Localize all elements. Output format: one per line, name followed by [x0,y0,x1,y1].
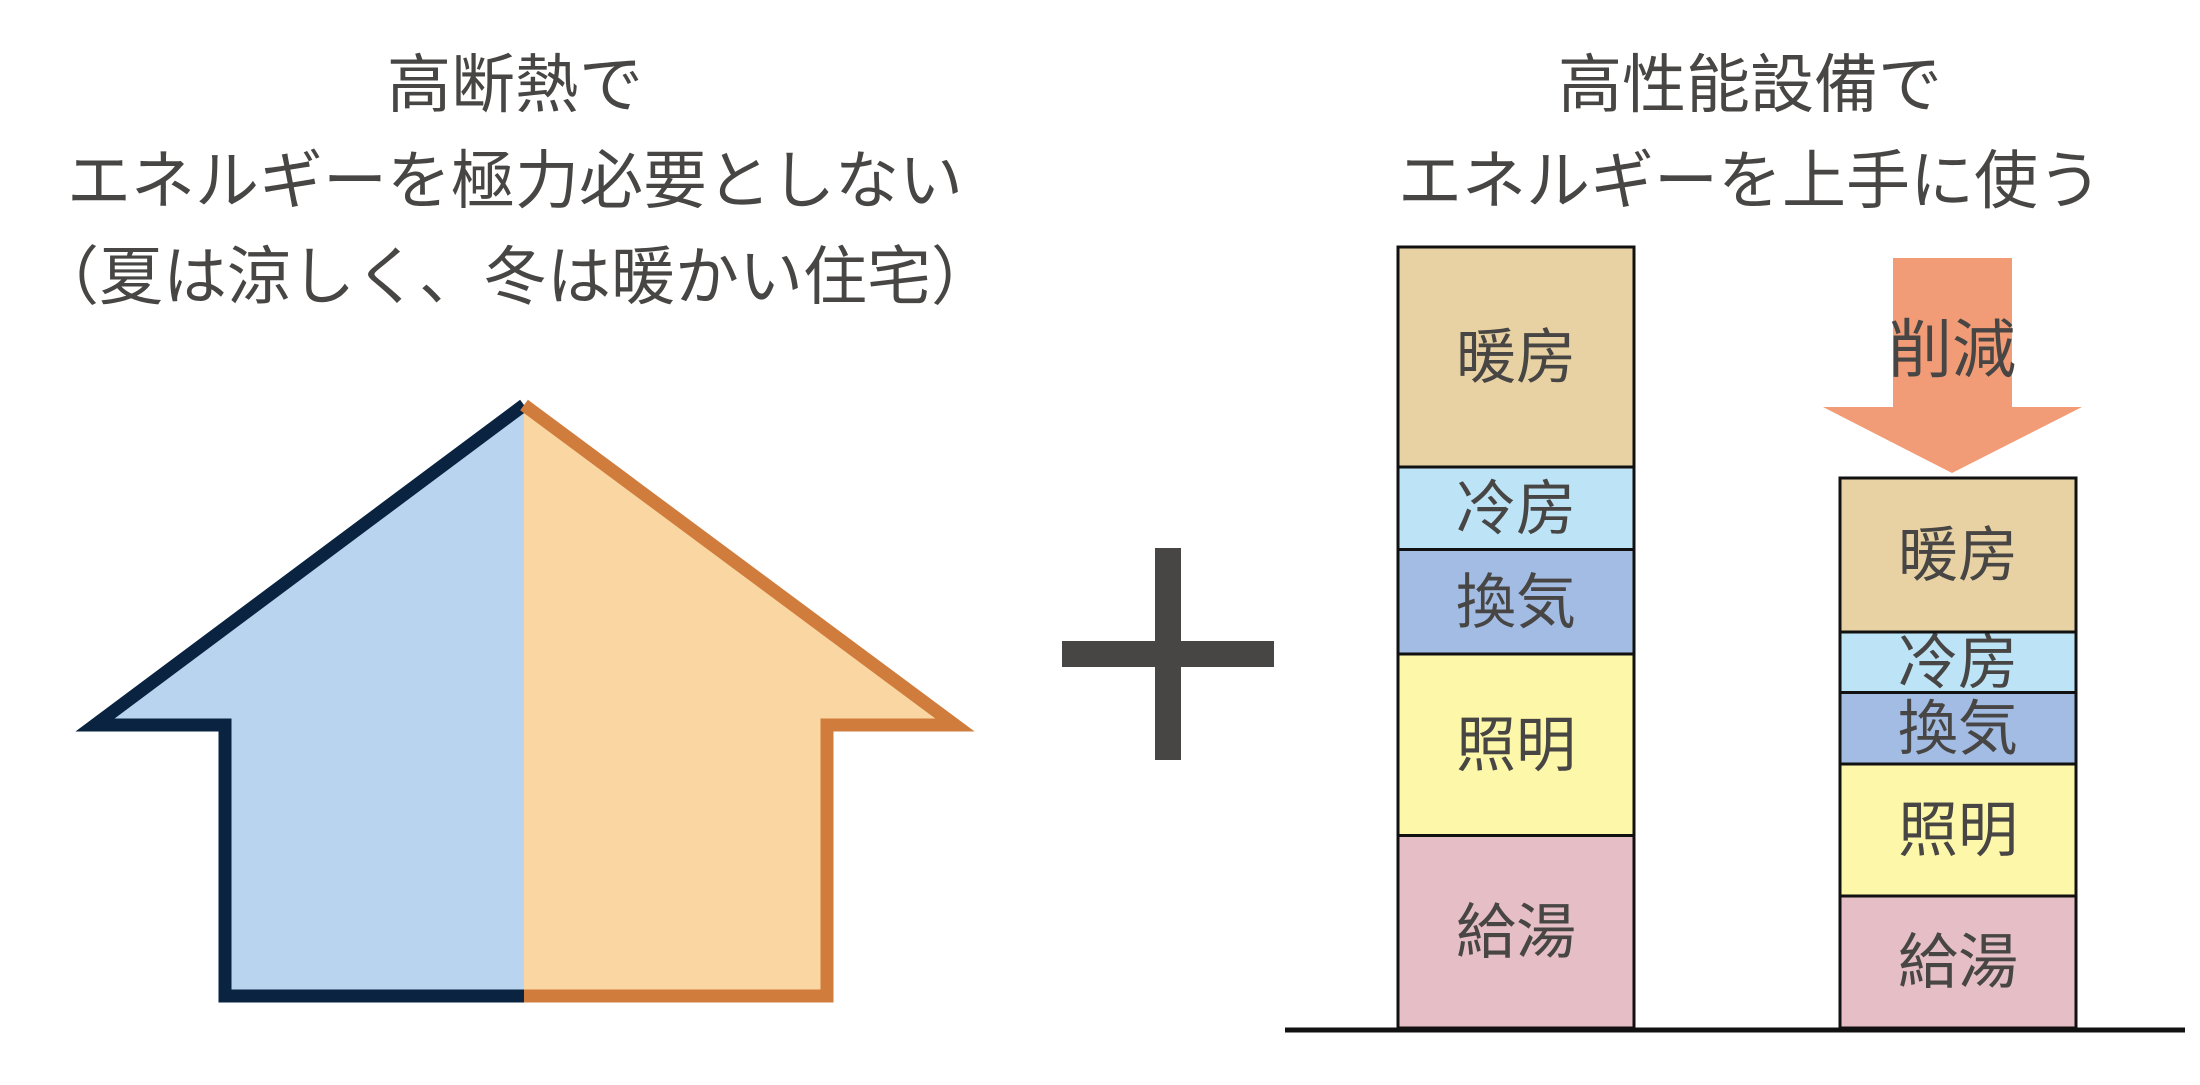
stack-before-segment [1396,652,1636,837]
right-heading-line2: エネルギーを上手に使う [1398,145,2102,219]
house-icon [75,399,975,1003]
stack-after-segment [1838,762,2078,898]
stack-before-label: 給湯 [1456,898,1576,968]
stack-before-label: 換気 [1456,568,1576,638]
left-heading: 高断熱で エネルギーを極力必要としない （夏は涼しく、冬は暖かい住宅） [0,38,1030,326]
house-cool-outline [75,399,528,1003]
right-heading-line1: 高性能設備で [1558,49,1942,123]
reduction-arrow-icon: 削減 [1823,258,2082,473]
stack-after-segment [1838,476,2078,634]
right-heading: 高性能設備で エネルギーを上手に使う [1300,38,2200,230]
stack-after-label: 照明 [1898,796,2018,866]
left-heading-line3: （夏は涼しく、冬は暖かい住宅） [35,241,995,315]
left-heading-line1: 高断熱で [387,49,643,123]
left-heading-line2: エネルギーを極力必要としない [67,145,963,219]
stack-before: 給湯 照明 換気 冷房 暖房 [1396,245,1636,1030]
house-warm-outline [520,399,975,1003]
stack-after-label: 換気 [1898,694,2018,764]
stack-before-label: 暖房 [1456,323,1576,393]
stack-after-label: 給湯 [1898,928,2018,998]
stack-after-segment [1838,630,2078,694]
reduction-arrow [1823,258,2082,473]
plus-vertical-bar [1155,548,1181,760]
stack-before-label: 冷房 [1456,474,1576,544]
stack-after-label: 暖房 [1898,521,2018,591]
house-warm-half [524,405,955,996]
stack-before-label: 照明 [1456,711,1576,781]
stack-after-segment [1838,691,2078,766]
stack-after-label: 冷房 [1898,628,2018,698]
stack-before-segment [1396,834,1636,1030]
house-cool-half [95,405,524,996]
stack-before-segment [1396,245,1636,469]
reduction-label: 削減 [1888,314,2016,388]
plus-icon [1062,548,1274,760]
